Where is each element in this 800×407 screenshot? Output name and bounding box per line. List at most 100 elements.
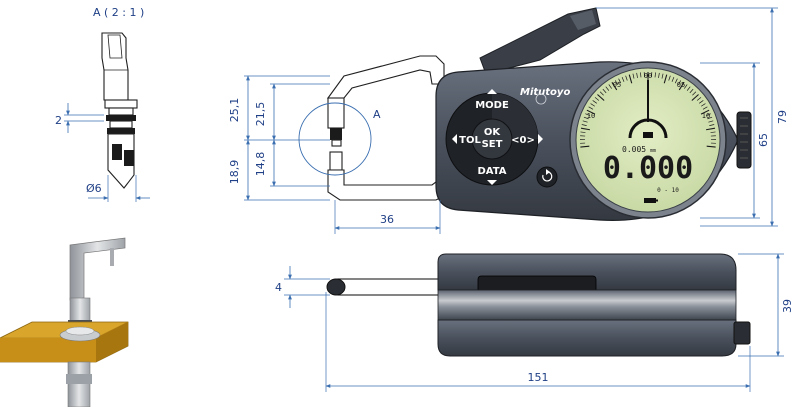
scale-tick xyxy=(632,73,635,79)
mode-button[interactable]: MODE xyxy=(475,89,509,111)
scale-tick xyxy=(621,76,625,82)
dim-36: 36 xyxy=(380,213,394,226)
main-reading: 0.000 xyxy=(603,151,693,186)
scale-tick xyxy=(709,124,715,126)
scale-label-top: 00 xyxy=(644,72,652,80)
dim-79: 79 xyxy=(776,110,789,124)
scale-tick xyxy=(699,100,704,104)
scale-tick xyxy=(674,78,678,84)
scale-tick xyxy=(585,113,591,116)
scale-tick xyxy=(611,82,618,91)
scale-tick xyxy=(701,103,706,107)
power-button[interactable] xyxy=(536,166,558,188)
scale-tick xyxy=(618,78,622,84)
scale-tick xyxy=(700,109,710,115)
detail-callout-label: A xyxy=(373,108,381,121)
ok-set-button[interactable] xyxy=(471,118,513,160)
scale-tick xyxy=(661,73,664,79)
scale-tick xyxy=(691,94,699,101)
scale-tick xyxy=(625,75,628,81)
scale-tick xyxy=(663,74,668,84)
detail-callout-circle xyxy=(298,102,372,176)
arrow-up-icon xyxy=(487,89,497,94)
dim-25-1: 25,1 xyxy=(228,98,241,123)
scale-tick xyxy=(580,127,590,131)
analog-scale xyxy=(579,72,717,148)
side-knob[interactable] xyxy=(736,111,752,169)
detail-view-a: A ( 2 : 1 ) 2 Ø6 xyxy=(55,6,150,202)
mode-label: MODE xyxy=(475,100,509,111)
upper-contact-point xyxy=(330,128,342,140)
detail-jaw-upper xyxy=(101,32,129,101)
dim-4: 4 xyxy=(275,281,282,294)
scale-tick xyxy=(689,88,694,94)
scale-tick xyxy=(707,116,713,120)
ok-label: OK xyxy=(484,127,502,138)
scale-tick xyxy=(583,116,589,120)
lower-jaw-arm xyxy=(327,169,445,201)
detail-ring xyxy=(106,115,136,121)
scale-label-right-10: 10 xyxy=(702,112,710,120)
brand-logo-text: Mitutoyo xyxy=(520,87,570,98)
scale-tick xyxy=(588,106,594,110)
side-view: 4 39 151 xyxy=(275,253,794,392)
upper-jaw-arm xyxy=(326,55,445,99)
scale-tick xyxy=(582,120,588,123)
dim-14-8: 14,8 xyxy=(254,152,267,177)
scale-tick xyxy=(678,82,685,91)
scale-tick xyxy=(608,84,612,89)
range-label: 0 - 10 xyxy=(657,187,679,194)
scale-tick xyxy=(708,120,714,123)
resolution-value: 0.005 xyxy=(622,145,646,154)
scale-tick xyxy=(678,80,682,85)
set-label: SET xyxy=(482,139,503,150)
tol-button[interactable]: TOL xyxy=(452,134,481,146)
scale-tick xyxy=(605,86,610,91)
scale-tick xyxy=(628,74,633,84)
rotate-icon xyxy=(542,171,553,182)
scale-tick xyxy=(706,145,716,148)
detail-collar xyxy=(104,99,138,109)
zero-label: <0> xyxy=(511,135,535,146)
scale-tick xyxy=(710,131,716,133)
scale-tick xyxy=(640,72,642,78)
dim-detail-gap: 2 xyxy=(55,114,62,127)
scale-tick xyxy=(597,94,605,101)
scale-tick xyxy=(614,80,618,85)
front-view: A Mitutoyo OK SET MODE TOL <0> DATA xyxy=(228,7,789,234)
data-button[interactable]: DATA xyxy=(477,166,507,185)
ip-rating-icon xyxy=(535,93,547,105)
scale-tick xyxy=(636,72,638,78)
dim-151: 151 xyxy=(528,371,549,384)
side-view-knob xyxy=(733,321,751,345)
scale-tick xyxy=(580,131,586,133)
dim-detail-diameter: Ø6 xyxy=(86,182,102,195)
scale-label-left-05: 05 xyxy=(613,81,621,89)
detail-view-title: A ( 2 : 1 ) xyxy=(93,6,144,19)
zero-button[interactable]: <0> xyxy=(511,134,543,146)
usage-illustration xyxy=(0,237,129,407)
scale-label-right-05: 05 xyxy=(677,81,685,89)
dim-39: 39 xyxy=(781,299,794,313)
scale-tick xyxy=(592,100,597,104)
scale-tick xyxy=(580,145,590,148)
scale-tick xyxy=(654,72,656,78)
scale-tick xyxy=(684,84,688,89)
scale-tick xyxy=(696,97,702,101)
side-contact-ball xyxy=(326,278,346,296)
scale-tick xyxy=(586,109,596,115)
scale-tick xyxy=(590,103,595,107)
battery-icon xyxy=(644,198,656,203)
scale-tick xyxy=(671,76,675,82)
scale-tick xyxy=(602,88,607,94)
dim-21-5: 21,5 xyxy=(254,102,267,127)
resolution-unit: mm xyxy=(650,148,656,154)
dim-18-9: 18,9 xyxy=(228,160,241,185)
scale-tick xyxy=(581,124,587,126)
tol-label: TOL xyxy=(459,135,481,146)
scale-tick xyxy=(668,75,671,81)
arrow-down-icon xyxy=(487,180,497,185)
arrow-right-icon xyxy=(538,134,543,144)
